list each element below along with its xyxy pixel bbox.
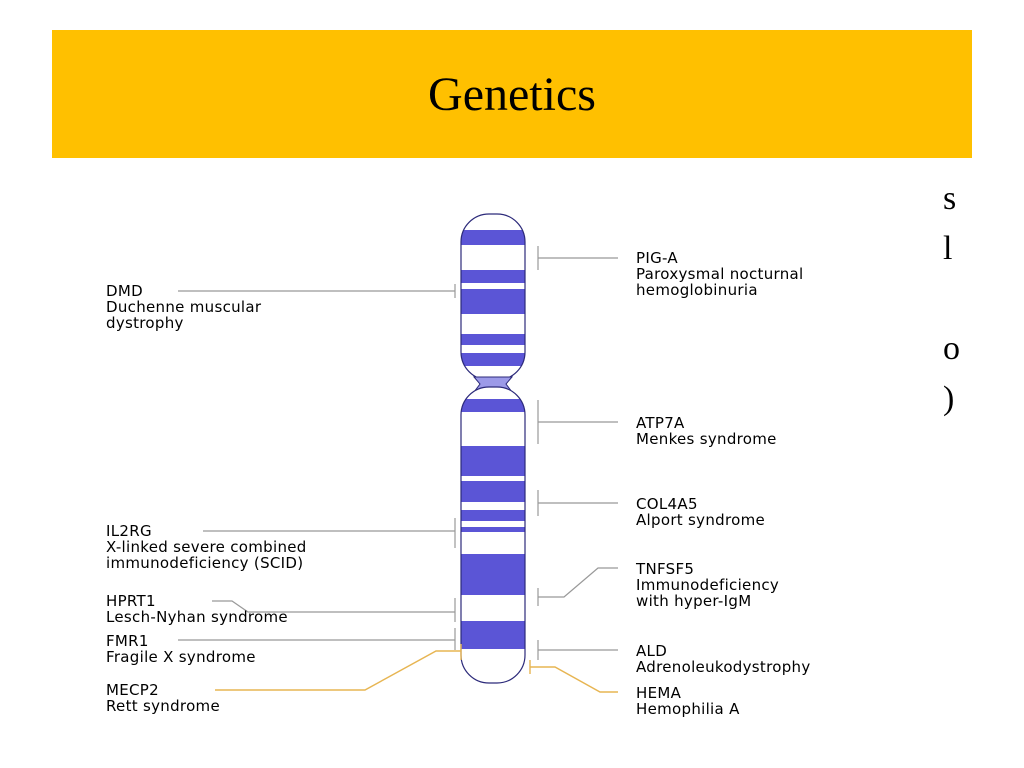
disease-name: Alport syndrome <box>636 511 766 529</box>
disease-name: Rett syndrome <box>106 697 220 715</box>
leader-ald <box>537 640 618 660</box>
disease-name: Lesch-Nyhan syndrome <box>106 608 288 626</box>
leader-hprt1 <box>212 598 456 622</box>
leader-hema <box>529 660 618 693</box>
leader-fmr1 <box>178 628 456 650</box>
gene-label-mecp2: MECP2 Rett syndrome <box>106 682 220 714</box>
leader-col4a5 <box>537 490 618 516</box>
gene-label-hprt1: HPRT1 Lesch-Nyhan syndrome <box>106 593 288 625</box>
gene-symbol: DMD <box>106 282 143 300</box>
disease-name: hemoglobinuria <box>636 281 758 299</box>
leader-mecp2 <box>215 644 462 691</box>
chromosome-q-arm <box>461 387 525 683</box>
title-bar: Genetics <box>52 30 972 158</box>
disease-name: Immunodeficiency <box>636 576 780 594</box>
disease-name: X-linked severe combined <box>106 538 307 556</box>
gene-label-piga: PIG-A Paroxysmal nocturnal hemoglobinuri… <box>636 250 804 298</box>
clipped-text-fragment: s <box>943 180 957 217</box>
leader-tnfsf5 <box>537 567 618 606</box>
gene-symbol: PIG-A <box>636 249 678 267</box>
gene-symbol: COL4A5 <box>636 495 698 513</box>
disease-name: Paroxysmal nocturnal <box>636 265 804 283</box>
gene-label-hema: HEMA Hemophilia A <box>636 685 740 717</box>
gene-label-atp7a: ATP7A Menkes syndrome <box>636 415 777 447</box>
gene-label-il2rg: IL2RG X-linked severe combined immunodef… <box>106 523 307 571</box>
disease-name: Adrenoleukodystrophy <box>636 658 811 676</box>
gene-label-col4a5: COL4A5 Alport syndrome <box>636 496 765 528</box>
slide-title: Genetics <box>428 67 596 121</box>
gene-symbol: MECP2 <box>106 681 159 699</box>
disease-name: Hemophilia A <box>636 700 740 718</box>
disease-name: Menkes syndrome <box>636 430 777 448</box>
chromosome-p-arm <box>461 214 525 380</box>
leader-dmd <box>178 284 456 298</box>
disease-name: with hyper-IgM <box>636 592 752 610</box>
disease-name: immunodeficiency (SCID) <box>106 554 304 572</box>
gene-symbol: IL2RG <box>106 522 152 540</box>
gene-label-fmr1: FMR1 Fragile X syndrome <box>106 633 256 665</box>
gene-label-ald: ALD Adrenoleukodystrophy <box>636 643 811 675</box>
disease-name: Duchenne muscular <box>106 298 262 316</box>
gene-symbol: HPRT1 <box>106 592 156 610</box>
disease-name: dystrophy <box>106 314 184 332</box>
gene-symbol: ATP7A <box>636 414 685 432</box>
disease-name: Fragile X syndrome <box>106 648 256 666</box>
clipped-text-fragment: o <box>943 330 960 367</box>
leader-atp7a <box>537 400 618 444</box>
gene-symbol: TNFSF5 <box>636 560 695 578</box>
clipped-text-fragment: ) <box>943 380 955 417</box>
gene-symbol: ALD <box>636 642 668 660</box>
gene-symbol: FMR1 <box>106 632 149 650</box>
leader-il2rg <box>203 518 456 548</box>
gene-label-dmd: DMD Duchenne muscular dystrophy <box>106 283 261 331</box>
leader-piga <box>537 246 618 270</box>
clipped-text-fragment: l <box>943 230 953 267</box>
gene-label-tnfsf5: TNFSF5 Immunodeficiency with hyper-IgM <box>636 561 779 609</box>
gene-symbol: HEMA <box>636 684 682 702</box>
